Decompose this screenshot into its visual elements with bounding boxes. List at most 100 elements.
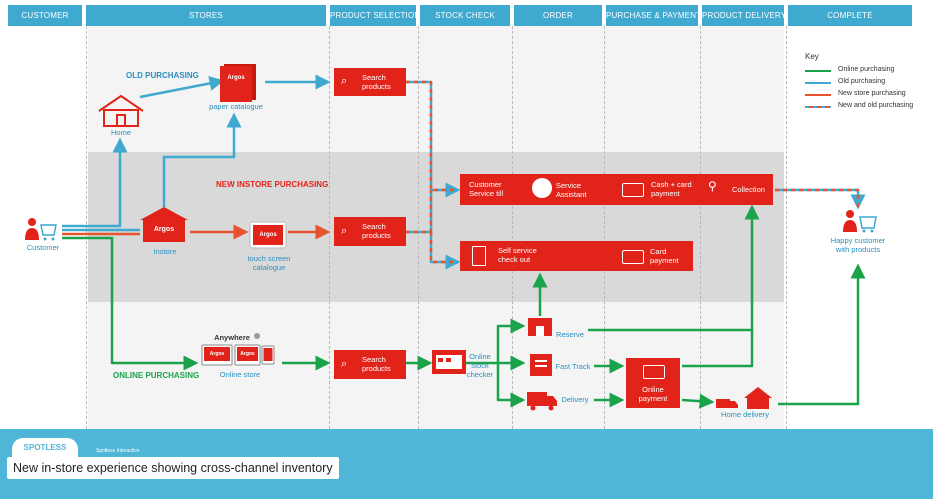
legend-swatch-online: [805, 70, 831, 72]
column-header-stock-check: STOCK CHECK: [420, 5, 510, 26]
instore-building-icon: [140, 207, 188, 242]
legend-swatch-old: [805, 82, 831, 84]
collection-icon: ⚲: [708, 179, 717, 193]
section-label-new-instore: NEW INSTORE PURCHASING: [216, 180, 329, 189]
paper-catalogue-icon: [220, 64, 256, 102]
section-label-old-purchasing: OLD PURCHASING: [126, 71, 199, 80]
reserve-store-icon: [528, 318, 552, 336]
flow-line-mixed: [775, 188, 866, 210]
service-assistant-label: Service Assistant: [556, 181, 587, 199]
argos-logo: Argos: [240, 351, 255, 357]
search-products-label: Search products: [362, 73, 391, 91]
customer-label: Customer: [26, 243, 60, 252]
online-stock-checker-label: Online stock checker: [466, 352, 494, 379]
reserve-label: Reserve: [556, 330, 584, 339]
customer-service-till-bar[interactable]: Customer Service till Service Assistant …: [460, 174, 773, 205]
stock-checker-icon: [432, 350, 466, 374]
flow-line-online: [62, 236, 199, 371]
argos-logo: Argos: [259, 232, 277, 238]
delivery-van-icon: [527, 392, 557, 411]
argos-logo: Argos: [209, 351, 225, 357]
touch-screen-icon: [249, 221, 287, 249]
customer-icon: [25, 218, 57, 241]
location-pin-icon: [254, 333, 260, 339]
paper-catalogue-label: paper catalogue: [209, 102, 263, 111]
column-divider: [512, 26, 513, 429]
column-header-customer: CUSTOMER: [8, 5, 82, 26]
column-divider: [418, 26, 419, 429]
column-divider: [604, 26, 605, 429]
search-products-label: Search products: [362, 222, 391, 240]
search-icon: ⌕: [341, 75, 348, 87]
online-payment-box[interactable]: Online payment: [626, 358, 680, 408]
column-header-product-selection: PRODUCT SELECTION: [330, 5, 416, 26]
search-products-online[interactable]: ⌕ Search products: [334, 350, 406, 379]
flow-line-mixed: [406, 80, 458, 192]
legend-swatch-mixed: [805, 106, 831, 108]
flow-line-online: [466, 318, 526, 365]
legend-swatch-new: [805, 94, 831, 96]
instore-label: Instore: [153, 247, 177, 256]
card-icon: [622, 183, 644, 197]
column-header-purchase-payment: PURCHASE & PAYMENT: [606, 5, 698, 26]
happy-customer-label: Happy customer with products: [830, 236, 886, 254]
search-products-instore[interactable]: ⌕ Search products: [334, 217, 406, 246]
online-store-label: Online store: [219, 370, 261, 379]
flow-line-online: [496, 363, 526, 408]
legend: Key Online purchasing Old purchasing New…: [805, 52, 920, 113]
self-service-check-out-label: Self service check out: [498, 246, 537, 264]
flow-line-online: [682, 330, 754, 368]
flow-line-old: [162, 112, 242, 207]
home-label: Home: [110, 128, 131, 137]
legend-item: New store purchasing: [805, 89, 920, 101]
column-divider: [86, 26, 87, 429]
collection-label: Collection: [732, 185, 765, 194]
spotless-logo: SPOTLESS: [12, 438, 78, 460]
online-payment-label: Online payment: [638, 385, 668, 403]
column-header-complete: COMPLETE: [788, 5, 912, 26]
legend-label: Online purchasing: [838, 66, 895, 73]
anywhere-label: Anywhere: [214, 333, 250, 342]
card-payment-label: Card payment: [650, 247, 679, 265]
column-header-product-delivery: PRODUCT DELIVERY: [702, 5, 784, 26]
search-products-old[interactable]: ⌕ Search products: [334, 68, 406, 96]
customer-service-till-label: Customer Service till: [469, 180, 504, 198]
legend-item: Old purchasing: [805, 77, 920, 89]
legend-label: Old purchasing: [838, 78, 886, 85]
card-icon: [622, 250, 644, 264]
search-icon: ⌕: [341, 225, 348, 237]
old-purchasing-lane: [88, 26, 784, 152]
self-service-bar[interactable]: Self service check out Card payment: [460, 241, 693, 271]
flow-line-mixed: [775, 188, 860, 207]
flow-line-old: [62, 137, 128, 228]
card-icon: [643, 365, 665, 379]
flow-line-old: [139, 76, 225, 99]
legend-label: New store purchasing: [838, 90, 906, 97]
flow-line-mixed: [406, 190, 433, 234]
happy-customer-icon: [843, 210, 877, 233]
argos-logo: Argos: [227, 75, 245, 81]
flow-line-mixed: [429, 232, 458, 264]
home-delivery-label: Home delivery: [721, 410, 769, 419]
flow-line-mixed: [429, 232, 461, 270]
flow-line-online: [681, 393, 715, 409]
service-assistant-icon: [532, 178, 552, 198]
argos-logo: Argos: [153, 226, 175, 233]
flow-line-online: [778, 263, 866, 406]
section-label-online-purchasing: ONLINE PURCHASING: [113, 371, 200, 380]
fast-track-label: Fast Track: [555, 362, 591, 371]
legend-label: New and old purchasing: [838, 102, 914, 109]
delivery-label: Delivery: [561, 395, 589, 404]
column-header-order: ORDER: [514, 5, 602, 26]
column-header-stores: STORES: [86, 5, 326, 26]
legend-item: New and old purchasing: [805, 101, 920, 113]
cash-card-payment-label: Cash + card payment: [651, 180, 692, 198]
spotless-small-text: Spotless Interactive: [96, 448, 140, 454]
touch-screen-catalogue-label: touch screen catalogue: [247, 254, 291, 272]
kiosk-icon: [472, 246, 486, 266]
fast-track-icon: [530, 354, 552, 376]
legend-title: Key: [805, 52, 819, 61]
search-icon: ⌕: [341, 358, 348, 370]
flow-line-mixed: [406, 190, 433, 234]
